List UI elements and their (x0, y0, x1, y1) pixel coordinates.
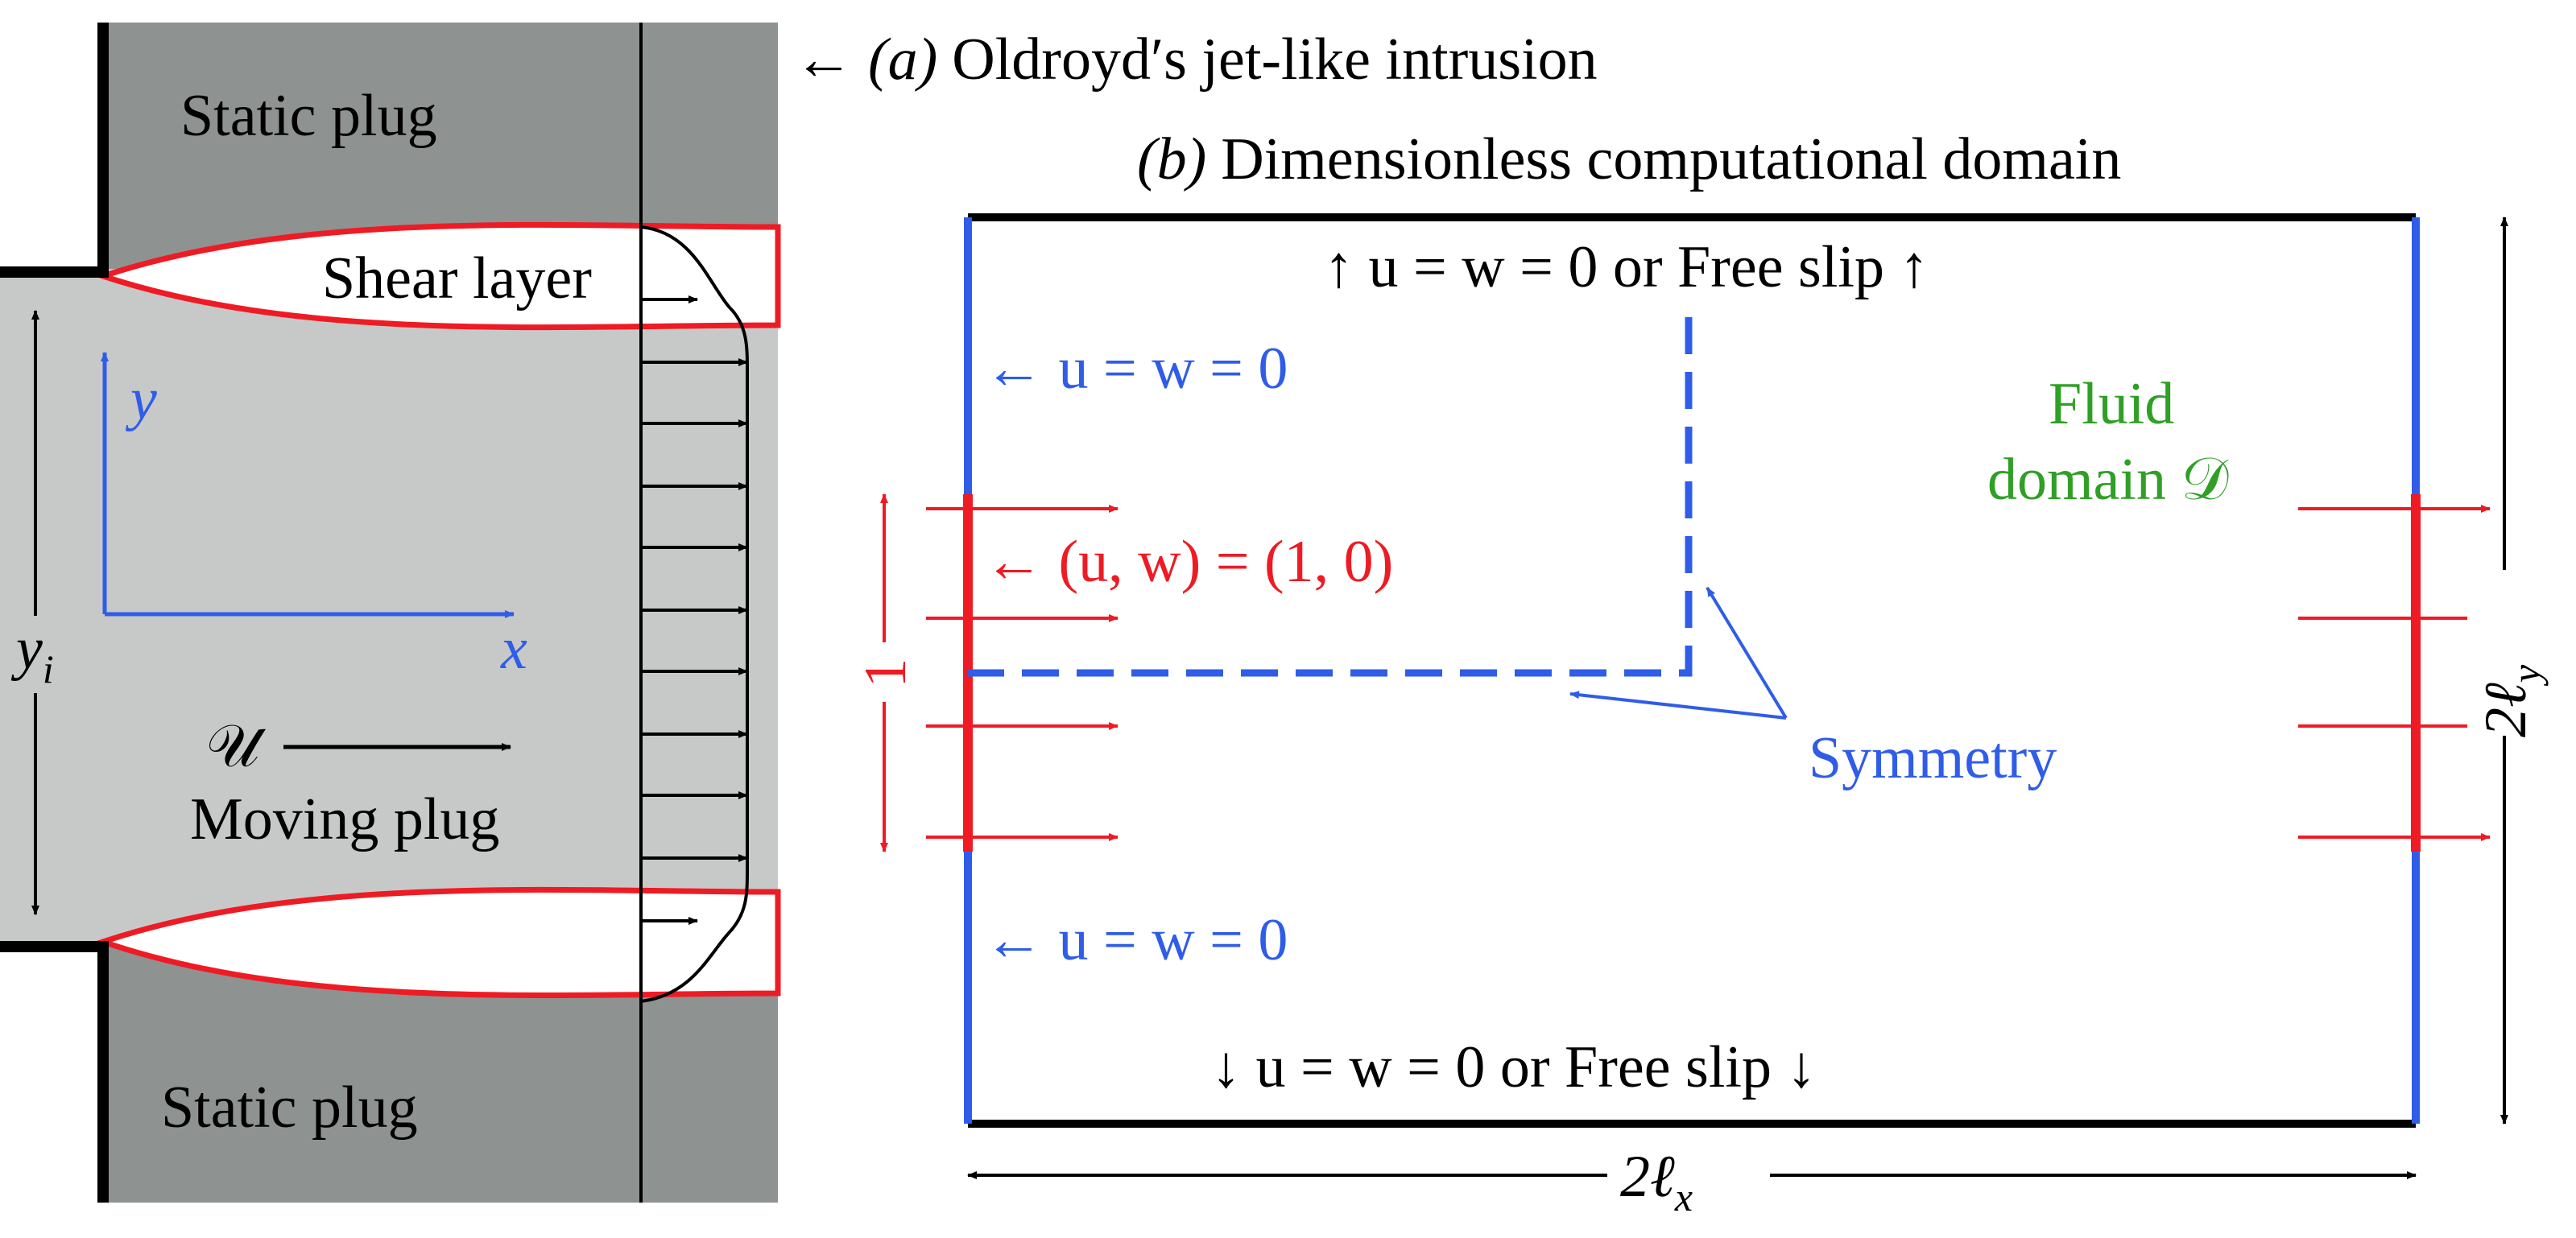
height-dimension-label-bg (10, 616, 71, 693)
left-bc-upper-label: ← u = w = 0 (984, 336, 1288, 402)
axis-y-label: y (125, 366, 157, 432)
panel-a-caption: ←(a)Oldroyd′s jet-like intrusion (794, 27, 1598, 93)
height-dimension-label: yi (10, 616, 54, 691)
domain-width-label-bg (1607, 1140, 1770, 1224)
static-plug-bottom-label: Static plug (161, 1075, 418, 1141)
velocity-symbol: 𝒰 (206, 714, 267, 780)
symmetry-pointer-horizontal (1569, 691, 1787, 720)
bottom-bc-label: ↓ u = w = 0 or Free slip ↓ (1211, 1034, 1816, 1100)
domain-width-label: 2ℓx (1620, 1144, 1693, 1219)
axis-x-label: x (500, 616, 527, 682)
inlet-width-label: 1 (853, 658, 919, 688)
symmetry-lines (968, 317, 1693, 677)
panel-b-title: (b)Dimensionless computational domain (1137, 126, 2121, 192)
wall-top (0, 23, 109, 278)
inflow-arrows (926, 505, 1118, 841)
panel-b: (b)Dimensionless computational domain Sy… (853, 126, 2549, 1224)
shear-layer-label: Shear layer (322, 246, 592, 312)
fluid-domain-label-line1: Fluid (2049, 371, 2174, 437)
shear-layer-top (93, 221, 781, 331)
static-plug-top-label: Static plug (180, 83, 437, 149)
symmetry-pointer-vertical (1706, 586, 1788, 720)
shear-layer-bottom (94, 886, 781, 999)
symmetry-label: Symmetry (1809, 725, 2057, 791)
top-bc-label-bg (1321, 224, 1989, 303)
left-bc-lower-label: ← u = w = 0 (984, 907, 1288, 973)
top-bc-label: ↑ u = w = 0 or Free slip ↑ (1324, 234, 1929, 300)
domain-height-label-bg (2467, 570, 2546, 736)
fluid-domain-label-line2: domain 𝒟 (1987, 447, 2229, 513)
panel-a: x y yi Static plug Static plug Shear lay… (0, 23, 781, 1203)
inlet-bc-label: ← (u, w) = (1, 0) (984, 529, 1393, 595)
velocity-profile-arrows (641, 295, 748, 925)
wall-bottom (0, 941, 109, 1203)
moving-plug-label: Moving plug (190, 786, 499, 852)
inlet-width-label-bg (855, 642, 913, 702)
moving-plug-region (0, 269, 778, 942)
velocity-profile-curve (640, 225, 749, 1003)
domain-height-label: 2ℓy (2473, 664, 2549, 737)
outflow-arrows (2298, 505, 2491, 841)
